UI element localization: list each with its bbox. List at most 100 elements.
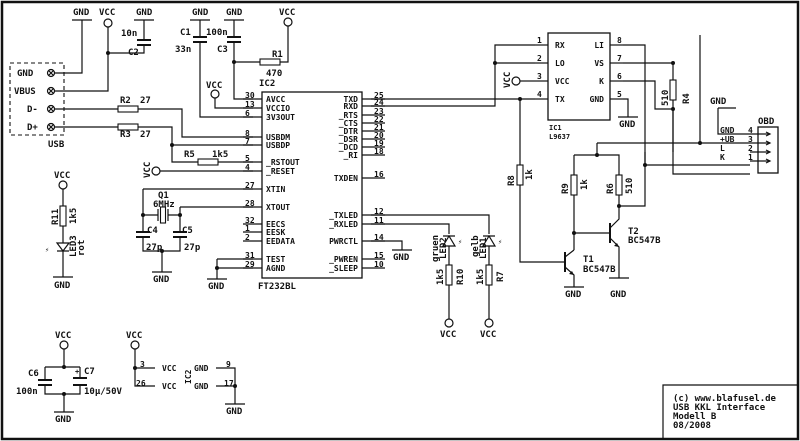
resistor-r3 bbox=[117, 123, 139, 131]
c6-value: 100n bbox=[16, 387, 38, 397]
pin-name: _DTR bbox=[339, 127, 358, 136]
r8-value: 1k bbox=[525, 169, 535, 180]
c1-ref: C1 bbox=[180, 28, 191, 38]
pin-name: VCC bbox=[555, 77, 570, 86]
transistor-t2: T2 BC547B GND bbox=[609, 209, 661, 300]
gnd-label: GND bbox=[208, 282, 225, 292]
pin-name: VCCIO bbox=[266, 104, 290, 113]
led3-circuit: VCC R11 1k5 ⚡ LED3 rot GND bbox=[45, 171, 87, 291]
polarity-plus-icon: + bbox=[75, 368, 79, 376]
pin-number: 3 bbox=[537, 72, 542, 81]
junction-dot bbox=[160, 249, 164, 253]
led1-ref: LED1 bbox=[479, 237, 489, 259]
gnd-label: GND bbox=[619, 120, 636, 130]
c7-ref: C7 bbox=[84, 367, 95, 377]
pin-name: _DSR bbox=[339, 135, 358, 144]
pin-name: RXD bbox=[344, 102, 359, 111]
decoupling-c6-c7: VCC C6 100n + C7 10µ/50V GND bbox=[16, 331, 123, 425]
wire-tx-rx-led bbox=[371, 214, 490, 234]
pin-name: TXDEN bbox=[334, 174, 358, 183]
vcc-label: VCC bbox=[206, 81, 222, 91]
vcc-terminal-icon bbox=[511, 76, 521, 86]
wire-rxd bbox=[371, 44, 535, 107]
pin-number: 6 bbox=[245, 109, 250, 118]
led2: gruen LED2 ⚡ bbox=[431, 234, 462, 320]
gnd-label: GND bbox=[73, 8, 90, 18]
vcc-label: VCC bbox=[440, 330, 456, 340]
r9-value: 1k bbox=[580, 179, 590, 190]
resistor-r10 bbox=[445, 264, 453, 286]
obd-label: OBD bbox=[758, 117, 775, 127]
junction-dot bbox=[617, 204, 621, 208]
resistor-r11 bbox=[59, 205, 67, 227]
pin-name: _RESET bbox=[266, 167, 295, 176]
resistor-r2 bbox=[117, 105, 139, 113]
c3-value: 100n bbox=[206, 28, 228, 38]
resistor-r8 bbox=[516, 164, 524, 186]
usb-pin-dminus-label: D- bbox=[27, 105, 38, 115]
pin-number: 5 bbox=[617, 90, 622, 99]
wire-obd-gnd bbox=[717, 107, 750, 135]
capacitor-c5: C5 27p bbox=[173, 226, 201, 253]
ic2-power-pins: VCC 3 26 VCC VCC IC2 GND GND 9 17 GND bbox=[126, 331, 245, 417]
pin-number: 4 bbox=[245, 163, 250, 172]
pin-name: XTOUT bbox=[266, 203, 290, 212]
pin-number: 6 bbox=[617, 72, 622, 81]
ic1-part: L9637 bbox=[549, 133, 570, 141]
ic2-body bbox=[261, 91, 363, 279]
wire-ic1-gnd bbox=[618, 98, 638, 118]
led3 bbox=[55, 242, 71, 252]
capacitor-c7 bbox=[73, 377, 87, 386]
gnd-label: GND bbox=[226, 8, 243, 18]
wire-vs bbox=[623, 62, 674, 152]
wire-r1 bbox=[234, 26, 289, 63]
ic2-ref: IC2 bbox=[259, 79, 275, 89]
junction-dot bbox=[671, 61, 675, 65]
gnd-label: GND bbox=[192, 8, 209, 18]
r2-value: 27 bbox=[140, 96, 151, 106]
pin-number: 22 bbox=[374, 115, 384, 124]
gnd-label: GND bbox=[136, 8, 153, 18]
usb-pin-dplus-label: D+ bbox=[27, 123, 38, 133]
pin-name: GND bbox=[720, 126, 735, 135]
gnd-label: GND bbox=[54, 281, 71, 291]
wire-vccio bbox=[214, 98, 253, 109]
title-block-border bbox=[662, 384, 798, 439]
pin-name: GND bbox=[590, 95, 605, 104]
pin-number: 23 bbox=[374, 107, 384, 116]
usb-pin-gnd-label: GND bbox=[17, 69, 34, 79]
pin-number: 1 bbox=[245, 224, 250, 233]
pin-number: 20 bbox=[374, 131, 384, 140]
vcc-terminal-icon bbox=[444, 318, 454, 328]
pin-number: 26 bbox=[136, 379, 146, 388]
r2-ref: R2 bbox=[120, 96, 131, 106]
c1-value: 33n bbox=[175, 45, 191, 55]
vcc-label: VCC bbox=[126, 331, 142, 341]
resistor-r5 bbox=[197, 158, 219, 166]
pin-arrow-icon bbox=[765, 149, 772, 155]
pin-number: 4 bbox=[748, 126, 753, 135]
vcc-terminal-icon bbox=[130, 340, 140, 350]
gnd-label: GND bbox=[710, 97, 727, 107]
pin-number: 7 bbox=[245, 137, 250, 146]
resistor-r4 bbox=[669, 79, 677, 101]
resistor-r9 bbox=[570, 174, 578, 196]
pin-name: _RXLED bbox=[329, 220, 358, 229]
pin-number: 2 bbox=[748, 144, 753, 153]
vcc-terminal-icon bbox=[58, 180, 68, 190]
junction-dot bbox=[215, 266, 219, 270]
wire-k bbox=[623, 80, 750, 175]
pin-name: _RSTOUT bbox=[266, 158, 300, 167]
r11-value: 1k5 bbox=[69, 208, 79, 224]
capacitor-c1: GND C1 33n bbox=[175, 8, 210, 55]
vcc-label: VCC bbox=[503, 72, 513, 88]
pin-number: 32 bbox=[245, 216, 255, 225]
pin-name: _DCD bbox=[339, 143, 358, 152]
pin-name: TX bbox=[555, 95, 565, 104]
r6-ref: R6 bbox=[606, 183, 616, 194]
wire-pwrctl bbox=[371, 240, 412, 251]
wire-r8 bbox=[519, 99, 555, 263]
pin-name: USBDM bbox=[266, 133, 290, 142]
pin-name: K bbox=[720, 153, 725, 162]
